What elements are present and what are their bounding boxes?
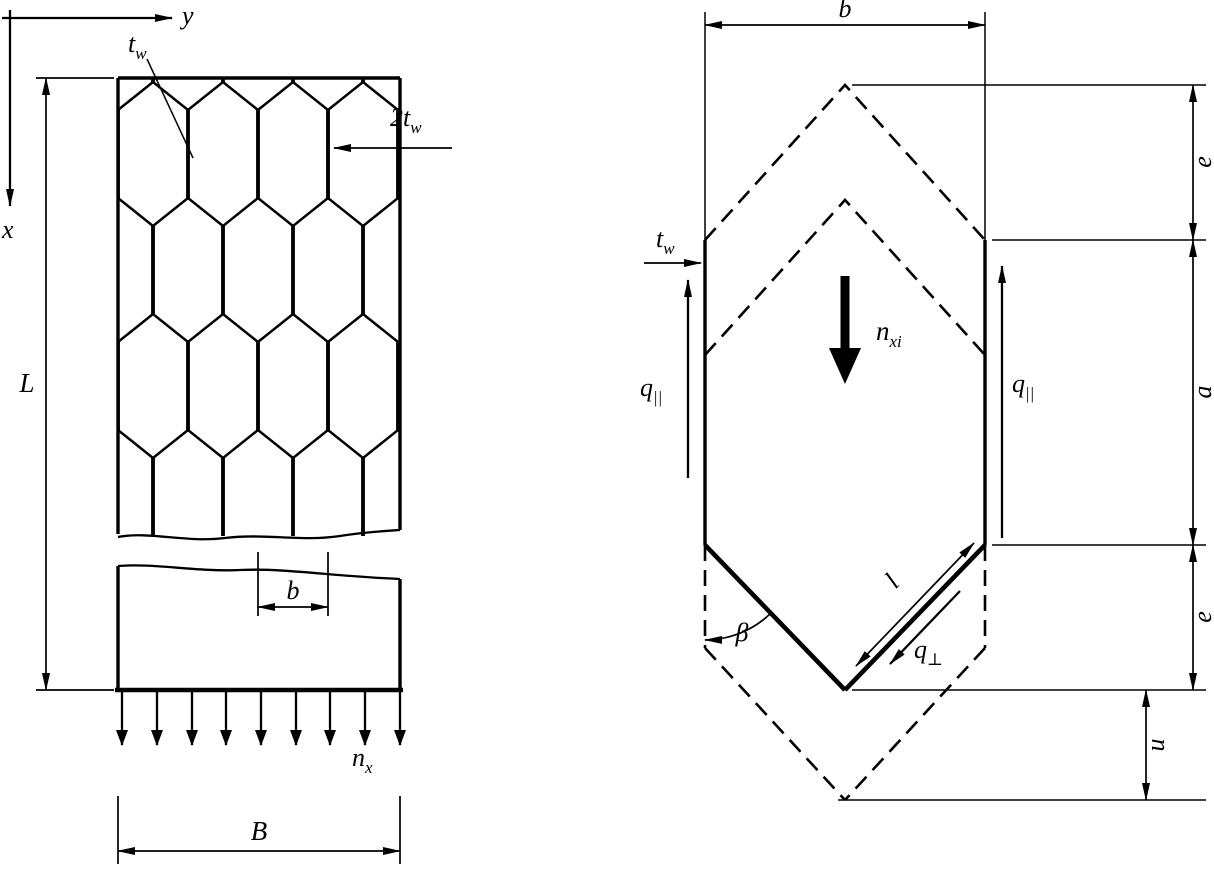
hexagon-cell: [118, 108, 120, 200]
normal-load-arrow: nxi: [829, 276, 902, 384]
length-dimension: L: [18, 77, 114, 691]
axial-load-arrows: nx: [116, 692, 406, 777]
hexagon-cell: [326, 80, 400, 228]
l-label: l: [879, 568, 905, 593]
q-perpendicular-label: q⊥: [914, 635, 943, 669]
wall-angle: β: [704, 612, 772, 647]
hexagon-cell: [221, 196, 295, 344]
inclined-wall-left: [703, 543, 847, 692]
dashed-chevron-inner: [704, 198, 986, 356]
hexagon-cell: [396, 338, 400, 434]
tw-label-right: tw: [656, 224, 675, 258]
beta-label: β: [735, 618, 749, 647]
nx-label: nx: [352, 743, 373, 777]
hexagon-cell: [291, 196, 365, 344]
q-perpendicular-arrow: [889, 590, 961, 665]
hexagon-cell: [361, 428, 400, 536]
left-figure: y x tw 2tw L: [1, 1, 452, 864]
cell-detail-figure: b tw q|| q||: [640, 0, 1214, 801]
b-label-top: b: [839, 0, 852, 23]
beta-angle-arc: [704, 612, 772, 644]
dashed-slope-left: [704, 647, 846, 801]
L-label: L: [18, 368, 34, 398]
hexagon-cell: [118, 312, 190, 460]
cell-pitch-dimension: b: [257, 552, 329, 616]
hexagon-cell: [151, 196, 225, 344]
a-label: a: [1188, 386, 1214, 399]
B-label: B: [251, 816, 268, 846]
adjacent-cells-dashed: [703, 83, 987, 801]
hexagon-cell: [186, 312, 260, 460]
right-side-dimensions: e a e u: [838, 84, 1214, 801]
honeycomb-cells: [118, 78, 400, 536]
inclined-wall-right: [843, 543, 987, 692]
hexagon-cell: [118, 340, 120, 432]
tw-leader-line: [146, 58, 194, 159]
q-parallel-right-label: q||: [1012, 369, 1034, 403]
hexagon-cell: [291, 78, 365, 112]
hexagon-cell: [256, 80, 330, 228]
break-line-upper: [117, 528, 401, 541]
honeycomb-panel: [115, 76, 403, 693]
shear-flow-parallel-right: q||: [998, 265, 1034, 538]
hexagon-cell: [361, 196, 400, 344]
y-axis-label: y: [179, 1, 194, 30]
hexagon-cell: [361, 78, 400, 112]
break-line-lower: [117, 564, 401, 581]
double-tw-label: 2tw: [390, 103, 422, 137]
hexagon-cell: [118, 80, 190, 228]
hexagon-cell: [151, 428, 225, 536]
tw-label: tw: [128, 29, 147, 63]
width-dimension: B: [117, 796, 401, 864]
coordinate-axes: y x: [1, 1, 194, 244]
e-bottom-label: e: [1188, 611, 1214, 623]
nxi-label: nxi: [876, 316, 902, 351]
u-label: u: [1141, 739, 1170, 752]
hexagon-cell: [256, 312, 330, 460]
hexagon-cell: [186, 80, 260, 228]
dashed-slope-right: [844, 647, 986, 801]
nxi-arrow-head: [829, 348, 861, 384]
wall-thickness-annotation: tw: [128, 29, 194, 159]
hexagon-cell: [326, 312, 400, 460]
shear-flow-perpendicular: q⊥: [889, 590, 961, 669]
dashed-chevron-outer: [704, 83, 986, 241]
b-label-left: b: [287, 576, 300, 605]
double-wall-annotation: 2tw: [333, 103, 452, 152]
hexagon-cell: [221, 78, 295, 112]
x-axis-label: x: [1, 215, 14, 244]
cell-width-dimension: b: [704, 0, 986, 240]
wall-thickness-annotation-right: tw: [644, 224, 702, 267]
shear-flow-parallel-left: q||: [640, 279, 692, 478]
q-parallel-left-label: q||: [640, 373, 662, 407]
l-dimension-line: [855, 542, 975, 667]
e-top-label: e: [1188, 156, 1214, 168]
